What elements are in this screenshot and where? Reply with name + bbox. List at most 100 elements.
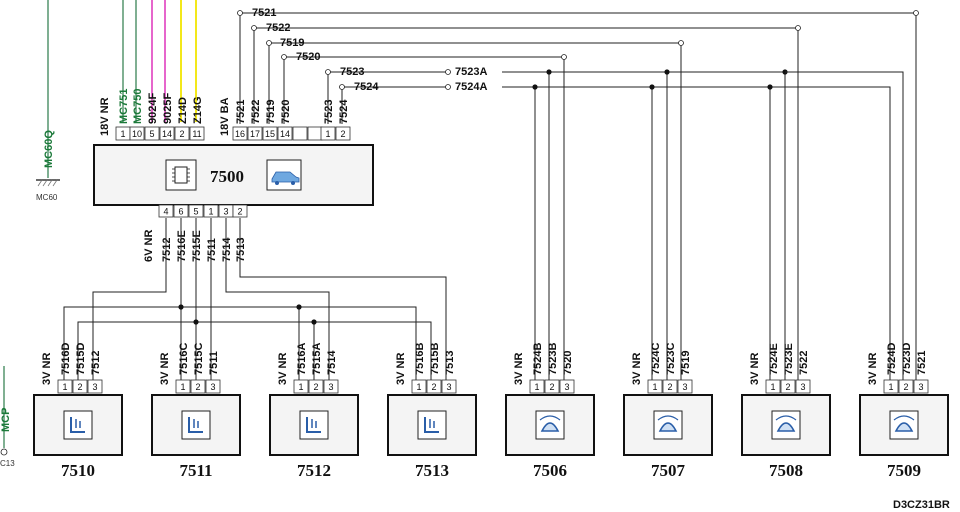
ecu-top-pin-number: 10 [132,129,142,139]
sensor-pin-number: 3 [918,382,923,392]
ecu-top-pin-number: 1 [325,129,330,139]
bus-7524a [502,86,891,392]
blind-spot-icon [776,422,796,432]
sensor-id: 7508 [769,461,803,480]
sensor-id: 7513 [415,461,449,480]
ecu-top-pin-number: 14 [280,129,290,139]
ecu-bottom-pin [232,204,248,218]
ecu-top-pin [320,126,336,141]
sensor-pin-number: 3 [210,382,215,392]
ecu-bottom-pin-number: 4 [163,207,168,217]
sensor-wire-label: 7515A [311,343,323,375]
lower-harness [63,218,447,380]
bus-label-7520: 7520 [296,51,320,63]
ecu-bottom-wire-label: 7511 [206,238,218,262]
sensor-pin [780,379,796,394]
bus-7519 [268,42,682,392]
sensor-pin [795,379,811,394]
ecu-top-pin [307,126,323,141]
sensor-connector-label: 3V NR [159,353,171,385]
ecu-top-pin [159,126,175,141]
sensor-pin-number: 1 [888,382,893,392]
ecu-connector-right-label: 18V BA [219,97,231,136]
sensor-pin-number: 3 [92,382,97,392]
bumper-sensor-icon [306,417,321,433]
ecu-bottom-pin-number: 5 [193,207,198,217]
sensor-wire-label: 7523D [901,343,913,375]
ecu-top-pin [262,126,278,141]
ecu-bottom-wire-label: 7512 [161,238,173,262]
ecu-bottom-wire-label: 7516E [176,230,188,262]
diagram-code: D3CZ31BR [893,499,950,511]
ecu-top-pin [335,126,351,141]
sensor-pin [308,379,324,394]
ecu-bottom-pin [188,204,204,218]
sensor-pin-number: 1 [770,382,775,392]
sensor-pin-number: 3 [800,382,805,392]
sensor-id: 7507 [651,461,686,480]
bus-label-7524: 7524 [354,81,379,93]
sensor-wire-label: 7524D [886,343,898,375]
ground-mcp: MCP C13 [0,366,15,468]
ecu-top-pin [277,126,293,141]
sensor-icon-frame [63,410,93,440]
sensor-pin-number: 3 [564,382,569,392]
sensor-wire-label: 7516B [414,343,426,375]
ecu-bottom-wire-label: 7513 [235,238,247,262]
sensor-pin-number: 2 [667,382,672,392]
sensor-icon-frame [299,410,329,440]
ecu-top-wire-label: 7519 [265,100,277,124]
sensor-pin-number: 3 [682,382,687,392]
ecu-top-pin-number: 5 [149,129,154,139]
ecu-top-wire-label: 9025F [162,93,174,124]
sensor-pin [559,379,575,394]
sensor-pin [87,379,103,394]
sensor-wire-label: 7524C [650,343,662,375]
bus-wires: 7521 7522 7519 7520 7523 7523A 7524 7524… [237,7,919,392]
feeder-wires [122,0,197,122]
sensor-wire-label: 7511 [208,351,220,375]
sensor-wire-label: 7523C [665,343,677,375]
sensor-wire-label: 7519 [680,351,692,375]
bumper-sensor-icon [424,417,439,433]
ecu-top-wire-label: MC751 [118,89,130,124]
sensor-pin [677,379,693,394]
ground-mcp-name: C13 [0,459,15,468]
bus-label-7522: 7522 [266,22,290,34]
bus-label-7524a: 7524A [455,81,487,93]
sensor-pin-number: 2 [549,382,554,392]
bus-label-7519: 7519 [280,37,304,49]
sensor-pin-number: 2 [785,382,790,392]
sensor-wire-label: 7515C [193,343,205,375]
ecu-top-pin-number: 15 [265,129,275,139]
bus-label-7521: 7521 [252,7,276,19]
sensor-connector-label: 3V NR [395,353,407,385]
sensor-body [151,394,241,456]
sensor-icon-frame [181,410,211,440]
ecu-top-pin [247,126,263,141]
sensor-pin [175,379,191,394]
sensor-wire-label: 7522 [798,351,810,375]
ground-wire-label: MC60Q [43,130,55,168]
sensor-icon-frame [417,410,447,440]
chip-icon [165,159,197,191]
bus-7522 [253,27,799,392]
sensor-pin-number: 1 [180,382,185,392]
ecu-top-pin-number: 14 [162,129,172,139]
ecu-top-pin [144,126,160,141]
ground-mcp-label: MCP [0,408,12,432]
bus-label-7523a: 7523A [455,66,487,78]
bumper-sensor-icon [70,417,85,433]
bus-label-7523: 7523 [340,66,364,78]
ecu-top-wire-label: 7523 [323,100,335,124]
ground-name: MC60 [36,193,58,202]
sensor-id: 7510 [61,461,95,480]
ecu-7500: 18V NR 18V BA 1MC75110MC75059024F149025F… [93,89,374,262]
ecu-bottom-pin [158,204,174,218]
sensor-pin [426,379,442,394]
sensor-id: 7511 [179,461,212,480]
ground-mc60: MC60Q MC60 [36,0,60,202]
sensor-pin [662,379,678,394]
